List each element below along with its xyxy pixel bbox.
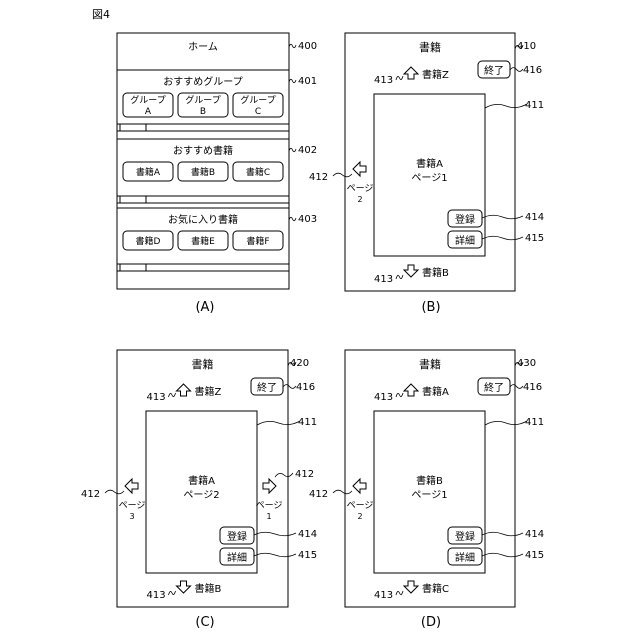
ref-up: 413	[374, 392, 393, 403]
ref-left: 412	[309, 489, 328, 500]
ref-detail: 415	[298, 550, 317, 561]
ref-register: 414	[298, 529, 317, 540]
item-label: グループ	[130, 94, 165, 106]
up-book-label: 書籍Z	[422, 68, 449, 81]
item-label: 書籍E	[191, 235, 215, 247]
item-label: 書籍F	[246, 235, 269, 247]
item-label: 書籍B	[191, 166, 215, 178]
viewer-title: 書籍	[419, 357, 441, 371]
ref-402: 402	[298, 145, 317, 156]
ref-401: 401	[298, 76, 317, 87]
item-label: グループ	[240, 94, 275, 106]
ref-panel: 430	[517, 358, 536, 369]
scrollbar-thumb[interactable]	[120, 264, 146, 271]
viewer-title: 書籍	[192, 357, 214, 371]
ref-register: 414	[525, 529, 544, 540]
prev-page-label: ページ	[347, 501, 374, 511]
up-book-label: 書籍Z	[195, 385, 222, 398]
leader-402	[289, 148, 296, 152]
panel-letter-label: (D)	[421, 615, 441, 630]
panel-letter-label: (C)	[195, 615, 214, 630]
detail-label: 詳細	[455, 234, 475, 247]
ref-page: 411	[525, 100, 544, 111]
next-page-number: 1	[266, 512, 271, 521]
ref-400: 400	[298, 41, 317, 52]
down-book-label: 書籍B	[195, 582, 222, 595]
ref-detail: 415	[525, 550, 544, 561]
item-label: A	[145, 107, 152, 117]
page-number-label: ページ1	[411, 173, 447, 184]
section-title: おすすめグループ	[163, 75, 242, 88]
ref-left: 412	[309, 172, 328, 183]
prev-page-number: 2	[357, 195, 362, 204]
item-label: 書籍D	[136, 235, 161, 247]
item-label: 書籍C	[246, 166, 270, 178]
register-label: 登録	[455, 530, 475, 543]
ref-panel: 410	[517, 41, 536, 52]
ref-detail: 415	[525, 233, 544, 244]
item-label: グループ	[185, 94, 220, 106]
ref-panel: 420	[290, 358, 309, 369]
ref-end: 416	[523, 382, 542, 393]
section-title: おすすめ書籍	[173, 144, 233, 157]
ref-up: 413	[374, 75, 393, 86]
ref-end: 416	[296, 382, 315, 393]
home-title: ホーム	[188, 41, 218, 53]
ref-up: 413	[147, 392, 166, 403]
panel-letter-label: (B)	[421, 300, 440, 315]
ref-end: 416	[523, 65, 542, 76]
item-label: C	[255, 107, 261, 117]
up-book-label: 書籍A	[422, 385, 449, 398]
section-title: お気に入り書籍	[168, 213, 238, 226]
viewer-title: 書籍	[419, 40, 441, 54]
end-label: 終了	[484, 64, 504, 77]
end-label: 終了	[484, 381, 504, 394]
end-label: 終了	[257, 381, 277, 394]
prev-page-number: 2	[357, 512, 362, 521]
leader-400	[289, 44, 296, 48]
ref-down: 413	[374, 274, 393, 285]
prev-page-label: ページ	[119, 501, 146, 511]
ref-right: 412	[295, 469, 314, 480]
page-book-label: 書籍A	[416, 157, 443, 170]
page-book-label: 書籍A	[188, 474, 215, 487]
register-label: 登録	[227, 530, 247, 543]
detail-label: 詳細	[455, 551, 475, 564]
item-label: 書籍A	[136, 166, 161, 178]
scrollbar-thumb[interactable]	[120, 196, 146, 203]
page-number-label: ページ2	[183, 490, 219, 501]
page-book-label: 書籍B	[416, 474, 443, 487]
ref-403: 403	[298, 214, 317, 225]
next-page-label: ページ	[256, 501, 283, 511]
down-book-label: 書籍B	[422, 266, 449, 279]
ref-down: 413	[147, 590, 166, 601]
prev-page-number: 3	[129, 512, 134, 521]
detail-label: 詳細	[227, 551, 247, 564]
ref-register: 414	[525, 212, 544, 223]
panel-a-frame	[117, 33, 289, 289]
ref-left: 412	[81, 489, 100, 500]
scrollbar-thumb[interactable]	[120, 124, 146, 131]
prev-page-label: ページ	[347, 184, 374, 194]
page-number-label: ページ1	[411, 490, 447, 501]
ref-down: 413	[374, 590, 393, 601]
ref-page: 411	[298, 417, 317, 428]
figure-label: 図4	[92, 8, 110, 21]
down-book-label: 書籍C	[422, 582, 449, 595]
leader-403	[289, 217, 296, 221]
ref-page: 411	[525, 417, 544, 428]
item-label: B	[200, 107, 206, 117]
leader-401	[289, 79, 296, 83]
register-label: 登録	[455, 213, 475, 226]
panel-letter-label: (A)	[195, 300, 214, 315]
